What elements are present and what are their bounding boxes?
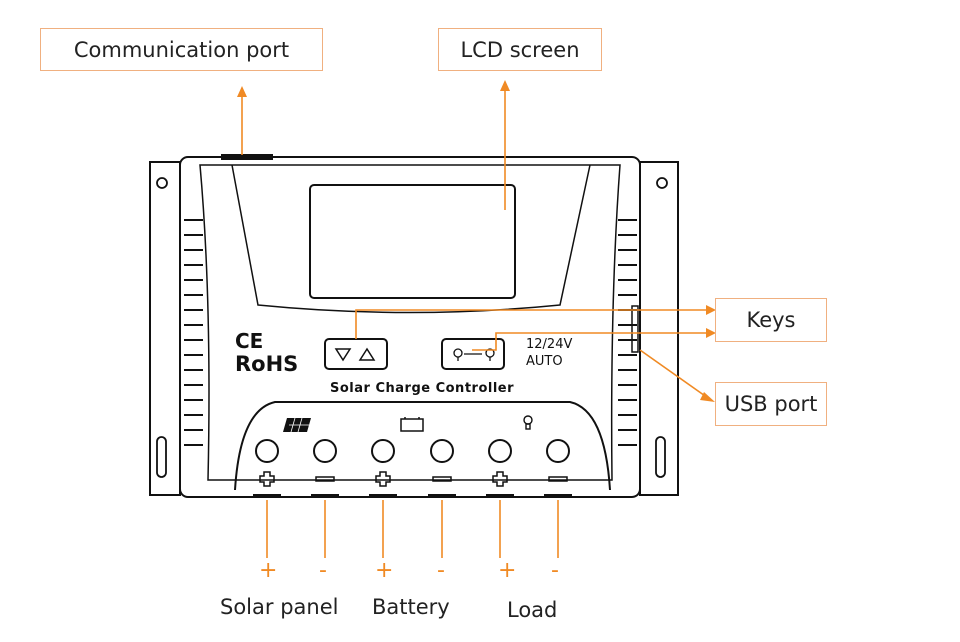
battery-negative-wire-slot [428,494,456,497]
communication-port-callout: Communication port [40,28,323,71]
solar-negative-wire-slot [311,494,339,497]
load-negative-wire-slot [544,494,572,497]
solar-panel-icon [283,417,311,433]
vent-grilles [184,219,637,446]
up-arrow-icon [358,347,376,361]
load-negative-polarity-mark [548,476,568,482]
battery-negative-terminal-screw [430,439,454,463]
battery-label: Battery [372,595,450,619]
communication-port [221,154,273,160]
load-positive-terminal-screw [488,439,512,463]
battery-negative-polarity-mark [432,476,452,482]
mount-slot-bl [156,436,167,478]
mount-hole-tr [656,177,668,189]
keys-callout: Keys [715,298,827,342]
battery-plus-sign: + [375,558,394,583]
usb-leader [639,349,709,399]
mount-slot-br [655,436,666,478]
solar-negative-polarity-mark [315,476,335,482]
solar-panel-label: Solar panel [220,595,339,619]
usb-port [631,305,639,353]
load-toggle-icon [453,348,495,361]
load-negative-terminal-screw [546,439,570,463]
battery-positive-wire-slot [369,494,397,497]
terminals [253,439,572,497]
battery-icon [400,417,424,432]
solar-positive-wire-slot [253,494,281,497]
arrow-keys-button[interactable] [324,338,388,370]
load-positive-wire-slot [486,494,514,497]
lcd-screen-callout: LCD screen [438,28,602,71]
solar-minus-sign: - [319,558,327,583]
solar-negative-terminal-screw [313,439,337,463]
solar-positive-terminal-screw [255,439,279,463]
callout-lines [237,80,716,402]
keys-leader-1 [355,309,707,339]
load-plus-sign: + [498,558,517,583]
usb-port-callout: USB port [715,382,827,426]
down-arrow-icon [334,348,352,362]
solar-positive-polarity-mark [259,471,275,487]
load-positive-polarity-mark [492,471,508,487]
load-minus-sign: - [551,558,559,583]
keys [324,338,505,370]
rohs-mark: RoHS [235,352,299,376]
lamp-icon [523,415,533,430]
keys-leader-2 [472,332,707,351]
lcd-screen [309,184,516,299]
controller-housing [149,154,679,498]
battery-minus-sign: - [437,558,445,583]
mode-label: AUTO [526,354,563,369]
device-title: Solar Charge Controller [330,381,515,396]
terminal-leaders [266,500,559,558]
solar-plus-sign: + [259,558,278,583]
battery-positive-polarity-mark [375,471,391,487]
ce-mark: CE [235,329,264,353]
battery-positive-terminal-screw [371,439,395,463]
mount-hole-tl [156,177,168,189]
voltage-label: 12/24V [526,337,573,352]
load-label: Load [507,598,558,622]
